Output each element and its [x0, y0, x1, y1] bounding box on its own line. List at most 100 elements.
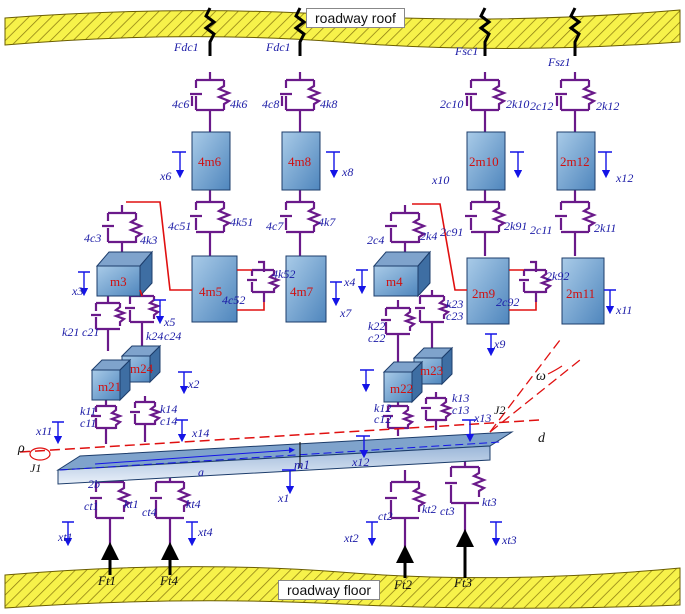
coord-x11b: x11: [36, 424, 53, 438]
force-label-t2: Ft2: [394, 577, 413, 592]
coord-x11: x11: [616, 303, 633, 317]
red-linkages: [126, 201, 537, 311]
coord-x4: x4: [344, 275, 356, 289]
param-a: a: [198, 465, 204, 479]
label-k12: k12: [374, 401, 392, 415]
coord-x12b: x12: [352, 455, 370, 469]
mass-label-m22: m22: [390, 381, 414, 396]
mass-label-m12: 2m12: [560, 154, 590, 169]
label-ct4: ct4: [142, 505, 157, 519]
force-label-sc1: Fsc1: [455, 44, 479, 58]
coord-x12: x12: [616, 171, 634, 185]
mass-block-m8: [281, 131, 321, 191]
label-2k91: 2k91: [504, 219, 528, 233]
label-kt3: kt3: [482, 495, 497, 509]
mass-label-m9: 2m9: [472, 286, 496, 301]
coord-x5: x5: [164, 315, 176, 329]
coord-x14: x14: [192, 426, 210, 440]
label-2k11: 2k11: [594, 221, 617, 235]
mass-label-m5: 4m5: [199, 284, 223, 299]
coord-xt2: xt2: [344, 531, 359, 545]
mass-label-m10: 2m10: [469, 154, 499, 169]
param-omega: ω: [536, 369, 546, 384]
spring-damper-elements: [90, 72, 597, 548]
param-2b: 2b: [88, 477, 100, 491]
mass-label-m4: m4: [386, 274, 403, 289]
label-2c11: 2c11: [530, 223, 553, 237]
label-2k10: 2k10: [506, 97, 530, 111]
label-4k7: 4k7: [318, 215, 336, 229]
label-2c12: 2c12: [530, 99, 554, 113]
param-J1: J1: [30, 461, 42, 475]
coord-x13: x13: [474, 411, 492, 425]
label-ct3: ct3: [440, 504, 455, 518]
label-c14: c14: [160, 414, 178, 428]
mass-label-m21: m21: [98, 379, 122, 394]
mass-block-m5: [191, 255, 238, 323]
coord-x1: x1: [278, 491, 290, 505]
force-zigzags: [203, 7, 582, 56]
mass-label-m1: m1: [294, 457, 310, 472]
coord-x3: x3: [72, 284, 84, 298]
label-2c4: 2c4: [367, 233, 385, 247]
mass-block-m11: [561, 257, 605, 325]
bogie-blocks: [90, 250, 454, 404]
param-J2: J2: [494, 403, 506, 417]
mass-label-m7: 4m7: [290, 284, 314, 299]
coord-xt3: xt3: [502, 533, 517, 547]
label-c24: c24: [164, 329, 182, 343]
label-c22: c22: [368, 331, 386, 345]
label-4k52: 4k52: [272, 267, 296, 281]
label-k24: k24: [146, 329, 164, 343]
coord-xt1: xt1: [58, 530, 73, 544]
label-k14: k14: [160, 402, 178, 416]
coord-x9: x9: [494, 337, 506, 351]
mass-block-m7: [285, 255, 327, 323]
mass-label-m3: m3: [110, 274, 127, 289]
coord-x8: x8: [342, 165, 354, 179]
label-k11: k11: [80, 404, 97, 418]
mass-label-m23: m23: [420, 363, 444, 378]
force-label-t4: Ft4: [160, 573, 179, 588]
label-4k51: 4k51: [230, 215, 254, 229]
force-label-t3: Ft3: [454, 575, 473, 590]
label-2k12: 2k12: [596, 99, 620, 113]
label-4k8: 4k8: [320, 97, 338, 111]
param-rho: ρ: [18, 441, 25, 456]
mass-label-m8: 4m8: [288, 154, 312, 169]
coord-x6: x6: [160, 169, 172, 183]
label-ct1: ct1: [84, 499, 99, 513]
mass-block-m9: [466, 257, 510, 325]
coord-x7: x7: [340, 306, 352, 320]
param-d: d: [538, 431, 545, 446]
coord-x10: x10: [432, 173, 450, 187]
coord-xt4: xt4: [198, 525, 213, 539]
label-4k3: 4k3: [140, 233, 158, 247]
floor-label: roadway floor: [278, 580, 381, 600]
mass-label-m6: 4m6: [198, 154, 222, 169]
label-4c3: 4c3: [84, 231, 102, 245]
mass-block-m6: [191, 131, 231, 191]
label-ct2: ct2: [378, 509, 393, 523]
label-4k6: 4k6: [230, 97, 248, 111]
label-4c52: 4c52: [222, 293, 246, 307]
label-k13: k13: [452, 391, 470, 405]
roadway-roof-band: [4, 9, 681, 49]
label-k23: k23: [446, 297, 464, 311]
label-c21: c21: [82, 325, 100, 339]
label-4c51: 4c51: [168, 219, 192, 233]
roof-label: roadway roof: [306, 8, 405, 28]
label-kt4: kt4: [186, 497, 201, 511]
label-2c91: 2c91: [440, 225, 464, 239]
label-c12: c12: [374, 412, 392, 426]
floor-force-arrows: [101, 529, 474, 578]
label-2c10: 2c10: [440, 97, 464, 111]
label-4c6: 4c6: [172, 97, 190, 111]
label-k22: k22: [368, 319, 386, 333]
force-label-sz1: Fsz1: [548, 55, 571, 69]
label-k21: k21: [62, 325, 80, 339]
label-c11: c11: [80, 416, 97, 430]
force-label-t1: Ft1: [98, 573, 117, 588]
mass-label-m11: 2m11: [566, 286, 596, 301]
